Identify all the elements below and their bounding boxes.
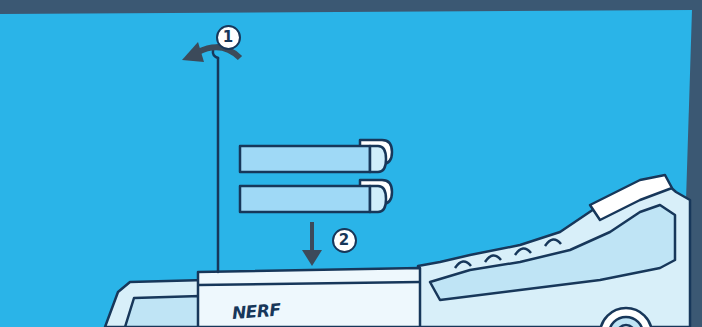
body-panel [430,205,675,300]
dart [240,146,370,172]
follower-rod [217,58,220,272]
callout-circle: 1 [216,25,241,50]
brand-logo: NERF [231,300,281,323]
top-rail [590,175,672,220]
blaster-stock [105,280,205,327]
dart-tip [370,146,386,172]
knob-outer [600,308,652,327]
blaster-body [418,178,690,327]
load-arrowhead [302,250,322,266]
dart-tip [370,186,386,212]
hopper-rim [198,282,420,285]
load-arrow [310,222,314,252]
stock-detail [125,296,200,327]
grip-ridges [455,239,561,268]
knob-center [617,325,635,327]
dart-hopper [198,268,420,327]
knob-inner [609,317,643,327]
background-panel [0,10,692,327]
dart [240,186,370,212]
rotate-arrowhead [182,42,204,62]
callout-number: 2 [339,233,349,248]
callout-number: 1 [223,30,233,45]
callout-circle: 2 [332,228,357,253]
